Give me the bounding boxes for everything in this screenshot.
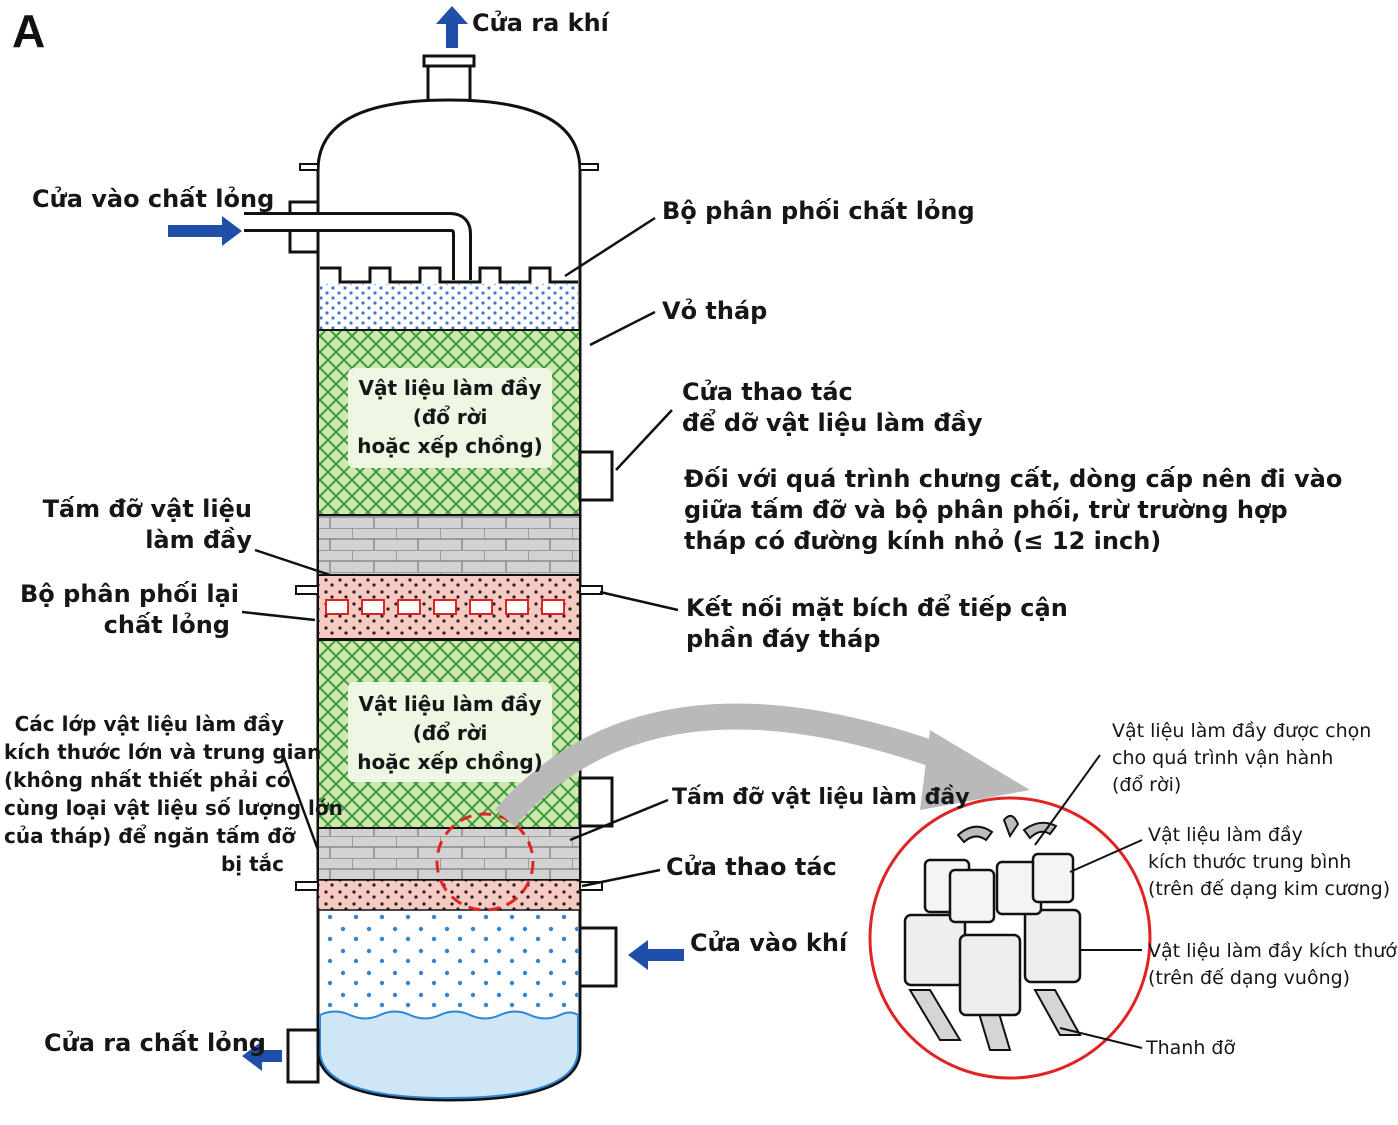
curved-arrow-icon: [495, 703, 955, 827]
left-arrow-icon: [628, 940, 684, 970]
flange-label: Kết nối mặt bích để tiếp cận phần đáy th…: [686, 594, 1068, 653]
support-plate-upper: [317, 514, 581, 576]
liquid-pool: [319, 1010, 579, 1100]
gas-inlet-nozzle: [578, 926, 618, 988]
manway-middle: [578, 776, 614, 828]
support-bar: [908, 989, 962, 1041]
support-plate-lower-label: Tấm đỡ vật liệu làm đầy: [672, 785, 970, 810]
redistributor-label: Bộ phân phối lại chất lỏng: [20, 580, 240, 639]
liquid-outlet-label: Cửa ra chất lỏng: [44, 1029, 266, 1057]
selected-packing-piece: [956, 825, 994, 844]
up-arrow-icon: [436, 6, 468, 48]
manway-upper: [578, 450, 614, 502]
gas-outlet-label: Cửa ra khí: [472, 9, 609, 37]
selected-packing-label: Vật liệu làm đầy được chọn cho quá trình…: [1112, 720, 1372, 796]
detail-callout-marker: [435, 812, 535, 912]
spray-droplets: [320, 284, 578, 330]
distillation-note: Đối với quá trình chưng cất, dòng cấp nê…: [684, 465, 1343, 555]
falling-droplets: [320, 910, 578, 1010]
support-bars-label: Thanh đỡ: [1146, 1037, 1236, 1059]
packing-label-lower: Vật liệu làm đầy (đổ rời hoặc xếp chồng): [357, 692, 543, 774]
panel-letter: A: [12, 5, 46, 57]
liquid-distributor-label: Bộ phân phối chất lỏng: [662, 197, 975, 225]
support-plate-lower: [317, 827, 581, 881]
large-packing-label: Vật liệu làm đầy kích thước lớn (trên đế…: [1148, 940, 1398, 989]
liquid-outlet-nozzle: [286, 1028, 320, 1084]
layers-note: Các lớp vật liệu làm đầy kích thước lớn …: [4, 712, 343, 876]
column-dome: [316, 98, 582, 171]
liquid-distributor: [320, 266, 578, 284]
manway-packing-label: Cửa thao tác để dỡ vật liệu làm đầy: [682, 378, 983, 437]
packing-label-upper: Vật liệu làm đầy (đổ rời hoặc xếp chồng): [357, 376, 543, 458]
packing-label-box-upper: [348, 368, 552, 468]
shell-label: Vỏ tháp: [662, 297, 768, 325]
liquid-inlet-label: Cửa vào chất lỏng: [32, 185, 275, 213]
manway-lower-label: Cửa thao tác: [666, 853, 837, 881]
right-arrow-icon: [168, 216, 242, 246]
gas-inlet-label: Cửa vào khí: [690, 929, 848, 957]
medium-packing-label: Vật liệu làm đầy kích thước trung bình (…: [1148, 824, 1391, 900]
support-plate-upper-label: Tấm đỡ vật liệu làm đầy: [42, 495, 252, 554]
large-packing-ring: [903, 913, 967, 987]
left-arrow-icon: [242, 1041, 282, 1071]
packing-label-box-lower: [348, 682, 552, 782]
